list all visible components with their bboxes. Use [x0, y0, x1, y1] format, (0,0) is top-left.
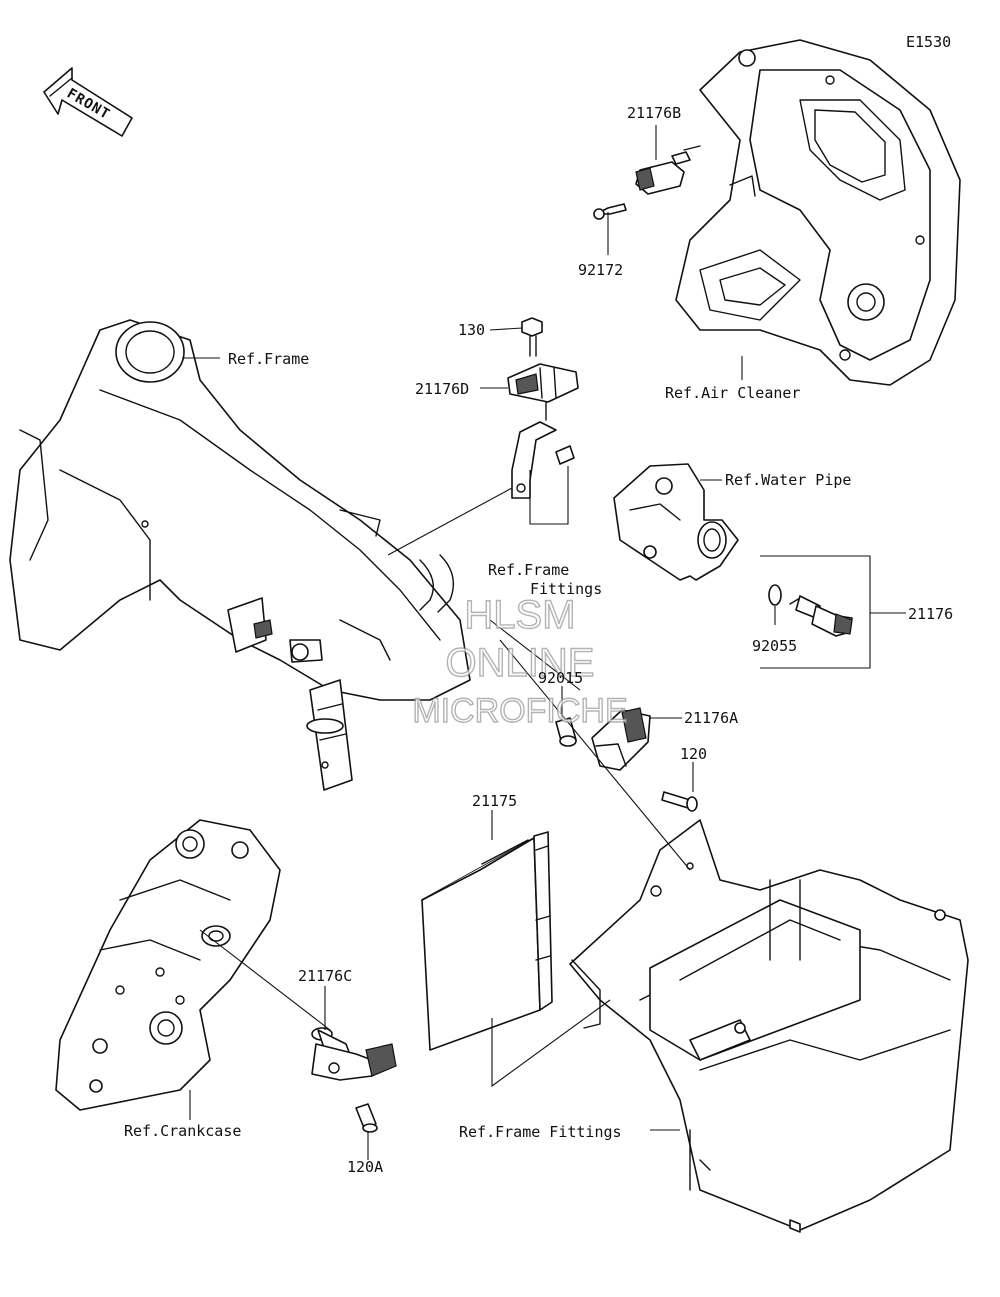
label-92015: 92015: [538, 669, 583, 687]
watermark-line2: ONLINE: [446, 641, 595, 685]
ref-frame-fittings-lower-label: Ref.Frame Fittings: [459, 1123, 622, 1141]
label-120: 120: [680, 745, 707, 763]
label-21176: 21176: [908, 605, 953, 623]
crankcase-drawing: [55, 819, 281, 1111]
ref-frame-fittings-upper-2: Fittings: [530, 580, 602, 598]
ref-crankcase-label: Ref.Crankcase: [124, 1122, 241, 1140]
watermark: HLSM ONLINE MICROFICHE: [412, 592, 629, 730]
ref-air-cleaner-label: Ref.Air Cleaner: [665, 384, 800, 402]
bolt-92172: [593, 203, 627, 220]
watermark-line3: MICROFICHE: [412, 692, 627, 730]
leader-lines: [182, 125, 906, 1160]
label-92055: 92055: [752, 637, 797, 655]
air-cleaner-drawing: [675, 39, 961, 386]
label-120A: 120A: [347, 1158, 383, 1176]
frame-drawing: [9, 319, 471, 791]
ecu-21175: [421, 831, 553, 1051]
label-130: 130: [458, 321, 485, 339]
battery-case-drawing: [569, 819, 969, 1233]
front-arrow-icon: FRONT: [43, 67, 133, 137]
bracket-frame-fittings: [511, 421, 575, 499]
bolt-130: [521, 317, 543, 357]
label-21176B: 21176B: [627, 104, 681, 122]
ref-frame-fittings-upper-1: Ref.Frame: [488, 561, 569, 579]
sensor-21176D: [507, 363, 579, 421]
water-pipe-drawing: [613, 463, 739, 581]
diagram-code: E1530: [906, 33, 951, 51]
label-21175: 21175: [472, 792, 517, 810]
ref-water-pipe-label: Ref.Water Pipe: [725, 471, 851, 489]
ref-frame-label: Ref.Frame: [228, 350, 309, 368]
watermark-line1: HLSM: [464, 593, 575, 637]
label-21176C: 21176C: [298, 967, 352, 985]
sensor-21176A: [591, 707, 651, 771]
sensor-21176B: [635, 145, 701, 195]
label-21176A: 21176A: [684, 709, 738, 727]
sensor-21176C: [311, 1027, 397, 1081]
bolt-120A: [355, 1103, 378, 1133]
grommet-92015: [555, 717, 577, 747]
sensor-21176: [789, 595, 853, 637]
bolt-120: [661, 791, 698, 812]
label-21176D: 21176D: [415, 380, 469, 398]
oring-92055: [768, 584, 782, 606]
label-92172: 92172: [578, 261, 623, 279]
